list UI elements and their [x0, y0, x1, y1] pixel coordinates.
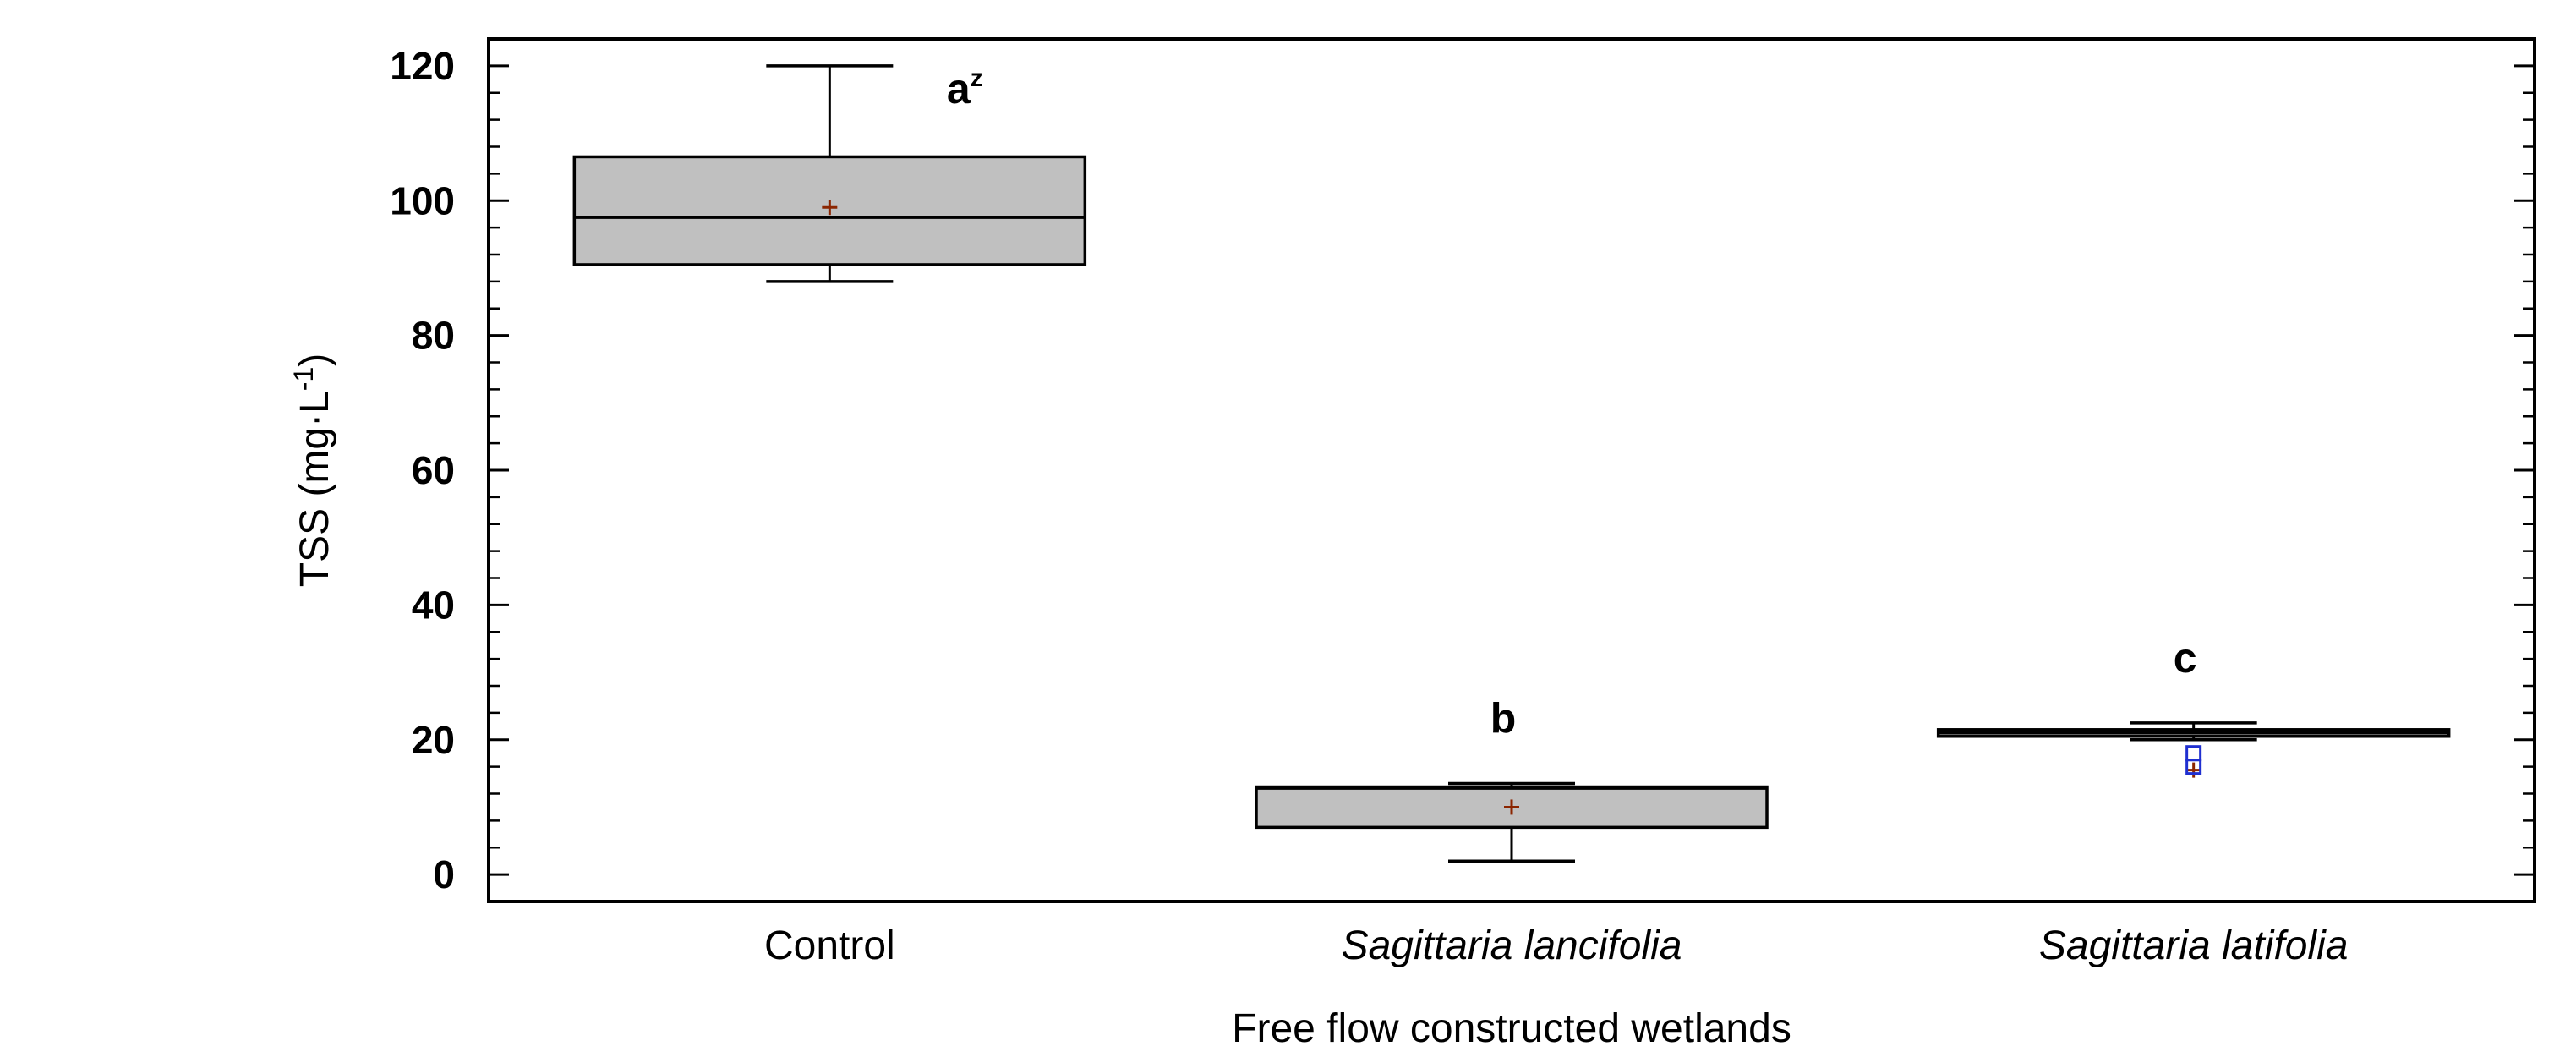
category-label: Control: [764, 923, 895, 968]
boxes-layer: az b c: [572, 64, 2451, 863]
category-label: Sagittaria latifolia: [2039, 923, 2349, 968]
y-tick-label: 40: [412, 583, 455, 627]
y-tick-label: 60: [412, 448, 455, 492]
y-tick-label: 120: [390, 44, 455, 88]
box-group: c: [1936, 634, 2451, 778]
category-labels: Control Sagittaria lancifolia Sagittaria l…: [764, 923, 2348, 968]
significance-letter: b: [1490, 695, 1517, 742]
y-axis-ticks: 0 20 40 60 80 100 120: [390, 44, 2535, 896]
y-tick-label: 0: [433, 852, 455, 896]
y-tick-label: 100: [390, 178, 455, 222]
outlier-marker: [2185, 745, 2202, 762]
y-tick-label: 20: [412, 718, 455, 762]
x-axis-title: Free flow constructed wetlands: [1232, 1006, 1791, 1051]
category-label: Sagittaria lancifolia: [1342, 923, 1682, 968]
significance-letter: c: [2174, 634, 2197, 682]
outlier-marker: [2185, 759, 2202, 775]
significance-letter: az: [947, 64, 983, 112]
box-group: az: [572, 64, 1087, 283]
box-group: b: [1255, 695, 1769, 863]
y-tick-label: 80: [412, 314, 455, 358]
y-axis-title: TSS (mg·L-1): [288, 353, 337, 587]
